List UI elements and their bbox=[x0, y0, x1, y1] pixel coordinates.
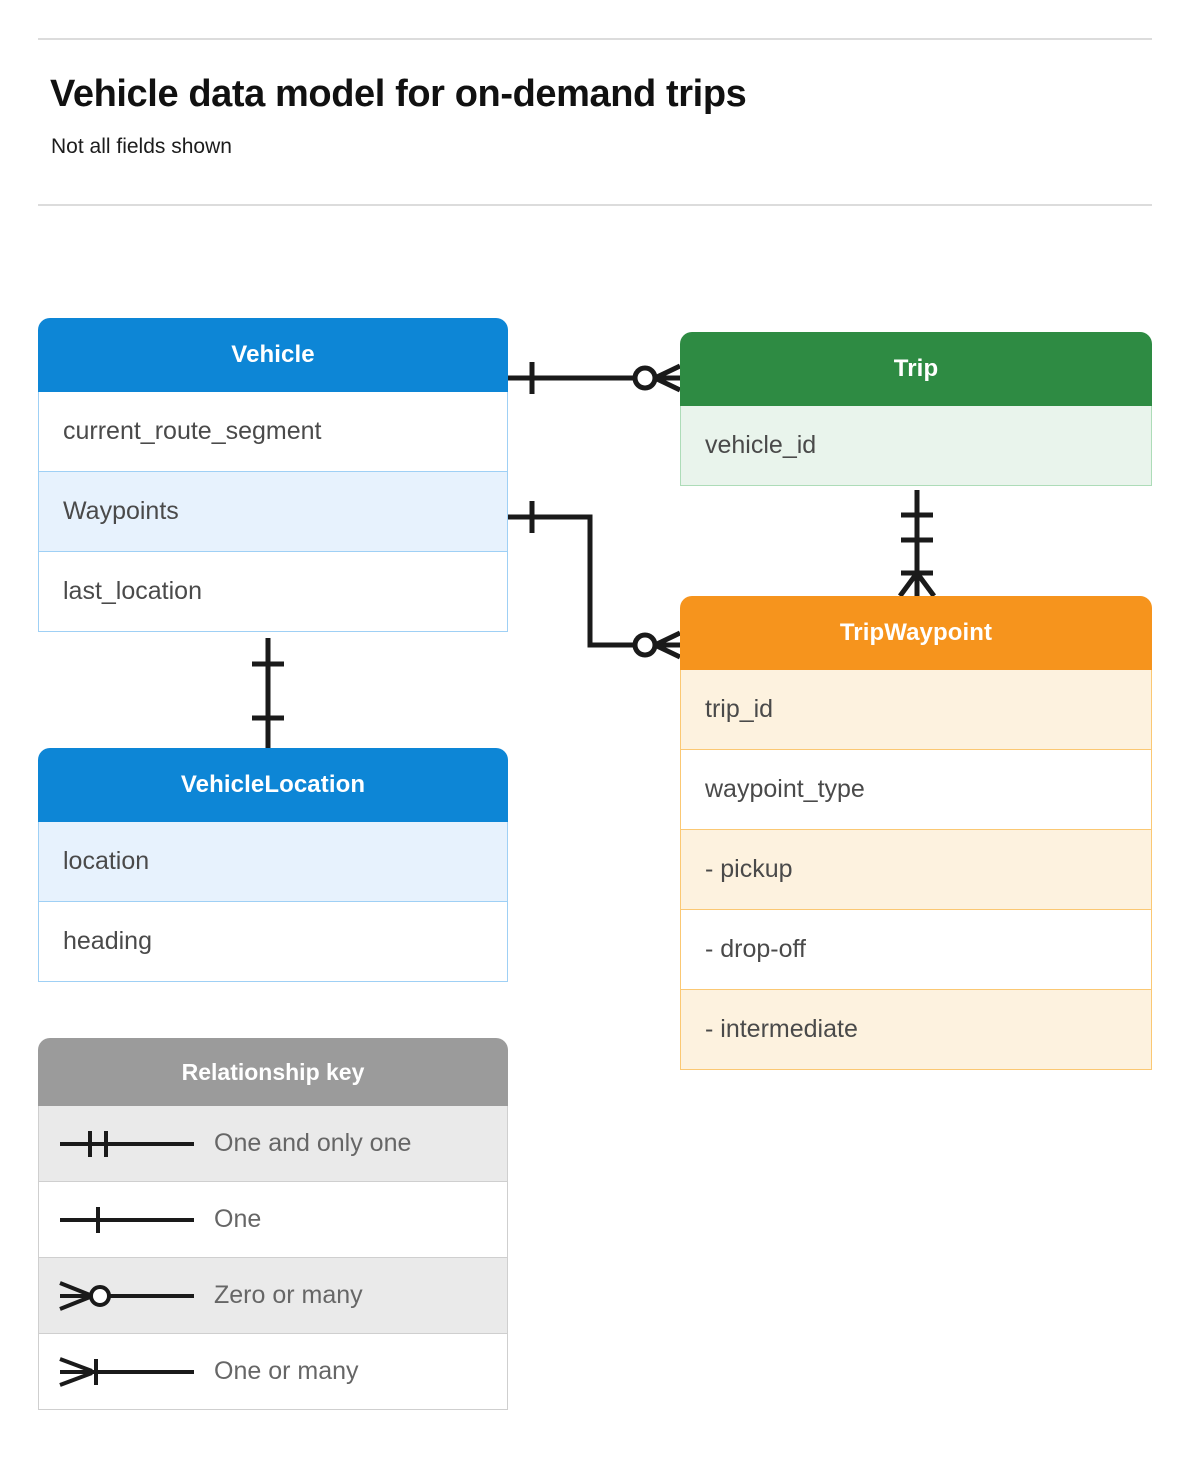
page-subtitle: Not all fields shown bbox=[51, 135, 232, 158]
one-icon bbox=[39, 1200, 214, 1240]
entity-vehicle-location-title: VehicleLocation bbox=[38, 748, 508, 822]
connector-vehicle-trip bbox=[508, 362, 682, 394]
legend-label-zero-or-many: Zero or many bbox=[214, 1281, 363, 1309]
entity-vehicle-field-waypoints[interactable]: Waypoints bbox=[38, 472, 508, 552]
page-title: Vehicle data model for on-demand trips bbox=[50, 73, 747, 115]
legend-row-one-or-many: One or many bbox=[38, 1334, 508, 1410]
entity-tripwaypoint-title: TripWaypoint bbox=[680, 596, 1152, 670]
entity-tripwaypoint-field-trip-id[interactable]: trip_id bbox=[680, 670, 1152, 750]
legend-row-zero-or-many: Zero or many bbox=[38, 1258, 508, 1334]
entity-tripwaypoint-value-pickup[interactable]: - pickup bbox=[680, 830, 1152, 910]
zero-or-many-icon bbox=[39, 1276, 214, 1316]
entity-vehicle-title: Vehicle bbox=[38, 318, 508, 392]
entity-tripwaypoint-value-drop-off[interactable]: - drop-off bbox=[680, 910, 1152, 990]
entity-trip-field-vehicle-id[interactable]: vehicle_id bbox=[680, 406, 1152, 486]
entity-tripwaypoint-value-intermediate[interactable]: - intermediate bbox=[680, 990, 1152, 1070]
entity-trip-title: Trip bbox=[680, 332, 1152, 406]
entity-vehicle-location-field-heading[interactable]: heading bbox=[38, 902, 508, 982]
header-divider-bottom bbox=[38, 204, 1152, 206]
connector-vehicle-vehiclelocation bbox=[252, 638, 284, 748]
entity-vehicle-location-field-location[interactable]: location bbox=[38, 822, 508, 902]
entity-trip[interactable]: Trip vehicle_id bbox=[680, 332, 1152, 486]
entity-vehicle[interactable]: Vehicle current_route_segment Waypoints … bbox=[38, 318, 508, 632]
legend-label-one-and-only-one: One and only one bbox=[214, 1129, 412, 1157]
one-or-many-icon bbox=[39, 1352, 214, 1392]
legend-relationship-key: Relationship key One and only one One bbox=[38, 1038, 508, 1410]
legend-title: Relationship key bbox=[38, 1038, 508, 1106]
legend-row-one: One bbox=[38, 1182, 508, 1258]
legend-label-one: One bbox=[214, 1205, 262, 1233]
entity-tripwaypoint[interactable]: TripWaypoint trip_id waypoint_type - pic… bbox=[680, 596, 1152, 1070]
entity-vehicle-location[interactable]: VehicleLocation location heading bbox=[38, 748, 508, 982]
header-divider-top bbox=[38, 38, 1152, 40]
connector-waypoints-tripwaypoint bbox=[508, 501, 682, 660]
entity-vehicle-field-last-location[interactable]: last_location bbox=[38, 552, 508, 632]
connector-trip-tripwaypoint bbox=[897, 490, 937, 598]
entity-vehicle-field-current-route-segment[interactable]: current_route_segment bbox=[38, 392, 508, 472]
legend-row-one-and-only-one: One and only one bbox=[38, 1106, 508, 1182]
entity-tripwaypoint-field-waypoint-type[interactable]: waypoint_type bbox=[680, 750, 1152, 830]
one-and-only-one-icon bbox=[39, 1124, 214, 1164]
legend-label-one-or-many: One or many bbox=[214, 1357, 359, 1385]
